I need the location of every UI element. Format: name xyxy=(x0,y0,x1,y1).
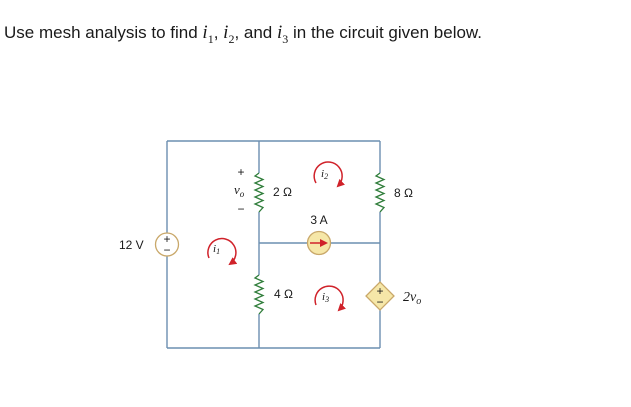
voltage-source-label: 12 V xyxy=(119,238,144,252)
mesh-2-arrow-icon xyxy=(313,161,346,188)
question-var-i3: i3 xyxy=(276,22,289,46)
vo-label: vo xyxy=(234,182,245,199)
resistor-8-ohm xyxy=(374,172,386,213)
resistor-2-ohm xyxy=(253,172,265,213)
vs-minus: − xyxy=(163,243,170,257)
question-sep1: , xyxy=(213,23,224,42)
question-var-i1: i1 xyxy=(202,22,214,46)
question-sep2: , and xyxy=(234,23,277,42)
dep-plus: + xyxy=(376,284,383,298)
mesh-1-arrow-icon xyxy=(207,237,238,266)
current-source-label: 3 A xyxy=(310,213,327,227)
wires xyxy=(166,140,381,349)
question-suffix: in the circuit given below. xyxy=(288,23,482,42)
mesh-2-label: i2 xyxy=(321,168,328,181)
question-text: Use mesh analysis to find i1, i2, and i3… xyxy=(4,22,482,47)
question-var-i2: i2 xyxy=(223,22,235,46)
vo-plus: + xyxy=(237,165,244,179)
vo-minus: − xyxy=(237,202,244,216)
resistor-4-ohm xyxy=(253,274,265,315)
resistor-2-label: 2 Ω xyxy=(273,185,292,199)
dep-minus: − xyxy=(376,295,383,309)
dependent-source-label: 2vo xyxy=(403,290,421,307)
mesh-1-label: i1 xyxy=(213,243,220,256)
mesh-3-label: i3 xyxy=(322,291,329,304)
mesh-3-arrow-icon xyxy=(314,285,347,312)
voltage-source-12v: + − xyxy=(154,232,180,257)
question-prefix: Use mesh analysis to find xyxy=(4,23,203,42)
dependent-voltage-source: + − xyxy=(365,281,395,311)
resistor-4-label: 4 Ω xyxy=(274,287,293,301)
current-source-3a xyxy=(306,230,332,256)
vs-plus: + xyxy=(163,232,170,246)
resistor-8-label: 8 Ω xyxy=(394,186,413,200)
